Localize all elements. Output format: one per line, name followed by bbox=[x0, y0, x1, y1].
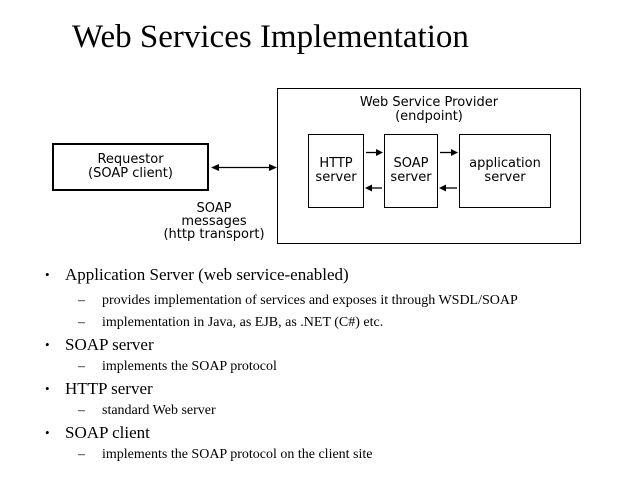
bullet-marker: • bbox=[45, 425, 50, 440]
dash-marker: – bbox=[78, 359, 85, 374]
provider-label-line1: Web Service Provider bbox=[359, 95, 499, 110]
sub-bullet-item: – implements the SOAP protocol on the cl… bbox=[0, 444, 638, 466]
bullet-item: • SOAP client bbox=[0, 422, 638, 444]
web-service-provider-box bbox=[277, 88, 581, 244]
bullet-text: SOAP server bbox=[65, 335, 154, 354]
requestor-label-line1: Requestor bbox=[97, 152, 164, 167]
bullet-list: • Application Server (web service-enable… bbox=[0, 264, 638, 466]
sub-bullet-item: – implements the SOAP protocol bbox=[0, 356, 638, 378]
bullet-text: Application Server (web service-enabled) bbox=[65, 265, 349, 284]
requestor-label-line2: (SOAP client) bbox=[88, 166, 173, 181]
application-server-box: application server bbox=[459, 134, 551, 208]
sub-bullet-text: implements the SOAP protocol bbox=[102, 359, 277, 374]
requestor-provider-arrow bbox=[211, 164, 277, 171]
bullet-text: HTTP server bbox=[65, 379, 153, 398]
http-server-label-line2: server bbox=[315, 170, 357, 185]
sub-bullet-text: implementation in Java, as EJB, as .NET … bbox=[102, 315, 384, 330]
dash-marker: – bbox=[78, 447, 85, 462]
soap-server-label-line1: SOAP bbox=[393, 156, 429, 171]
soap-messages-line2: messages bbox=[181, 214, 247, 229]
bullet-item: • Application Server (web service-enable… bbox=[0, 264, 638, 286]
bullet-marker: • bbox=[45, 267, 50, 282]
bullet-item: • HTTP server bbox=[0, 378, 638, 400]
sub-bullet-item: – implementation in Java, as EJB, as .NE… bbox=[0, 312, 638, 334]
soap-messages-line1: SOAP bbox=[196, 201, 232, 216]
sub-bullet-item: – provides implementation of services an… bbox=[0, 290, 638, 312]
requestor-box: Requestor (SOAP client) bbox=[52, 143, 209, 191]
application-server-label-line2: server bbox=[484, 170, 526, 185]
dash-marker: – bbox=[78, 403, 85, 418]
sub-bullet-text: standard Web server bbox=[102, 403, 216, 418]
sub-bullet-item: – standard Web server bbox=[0, 400, 638, 422]
page-title: Web Services Implementation bbox=[72, 19, 469, 55]
http-server-box: HTTP server bbox=[308, 134, 364, 208]
sub-bullet-text: implements the SOAP protocol on the clie… bbox=[102, 447, 373, 462]
soap-server-box: SOAP server bbox=[384, 134, 438, 208]
bullet-marker: • bbox=[45, 381, 50, 396]
dash-marker: – bbox=[78, 293, 85, 308]
provider-label-line2: (endpoint) bbox=[395, 109, 463, 124]
bullet-item: • SOAP server bbox=[0, 334, 638, 356]
bullet-marker: • bbox=[45, 337, 50, 352]
dash-marker: – bbox=[78, 315, 85, 330]
http-server-label-line1: HTTP bbox=[319, 156, 353, 171]
soap-server-label-line2: server bbox=[390, 170, 432, 185]
sub-bullet-text: provides implementation of services and … bbox=[102, 293, 518, 308]
bullet-text: SOAP client bbox=[65, 423, 150, 442]
provider-label: Web Service Provider (endpoint) bbox=[277, 96, 581, 124]
application-server-label-line1: application bbox=[469, 156, 541, 171]
soap-messages-line3: (http transport) bbox=[163, 227, 265, 242]
soap-messages-label: SOAP messages (http transport) bbox=[149, 202, 279, 241]
